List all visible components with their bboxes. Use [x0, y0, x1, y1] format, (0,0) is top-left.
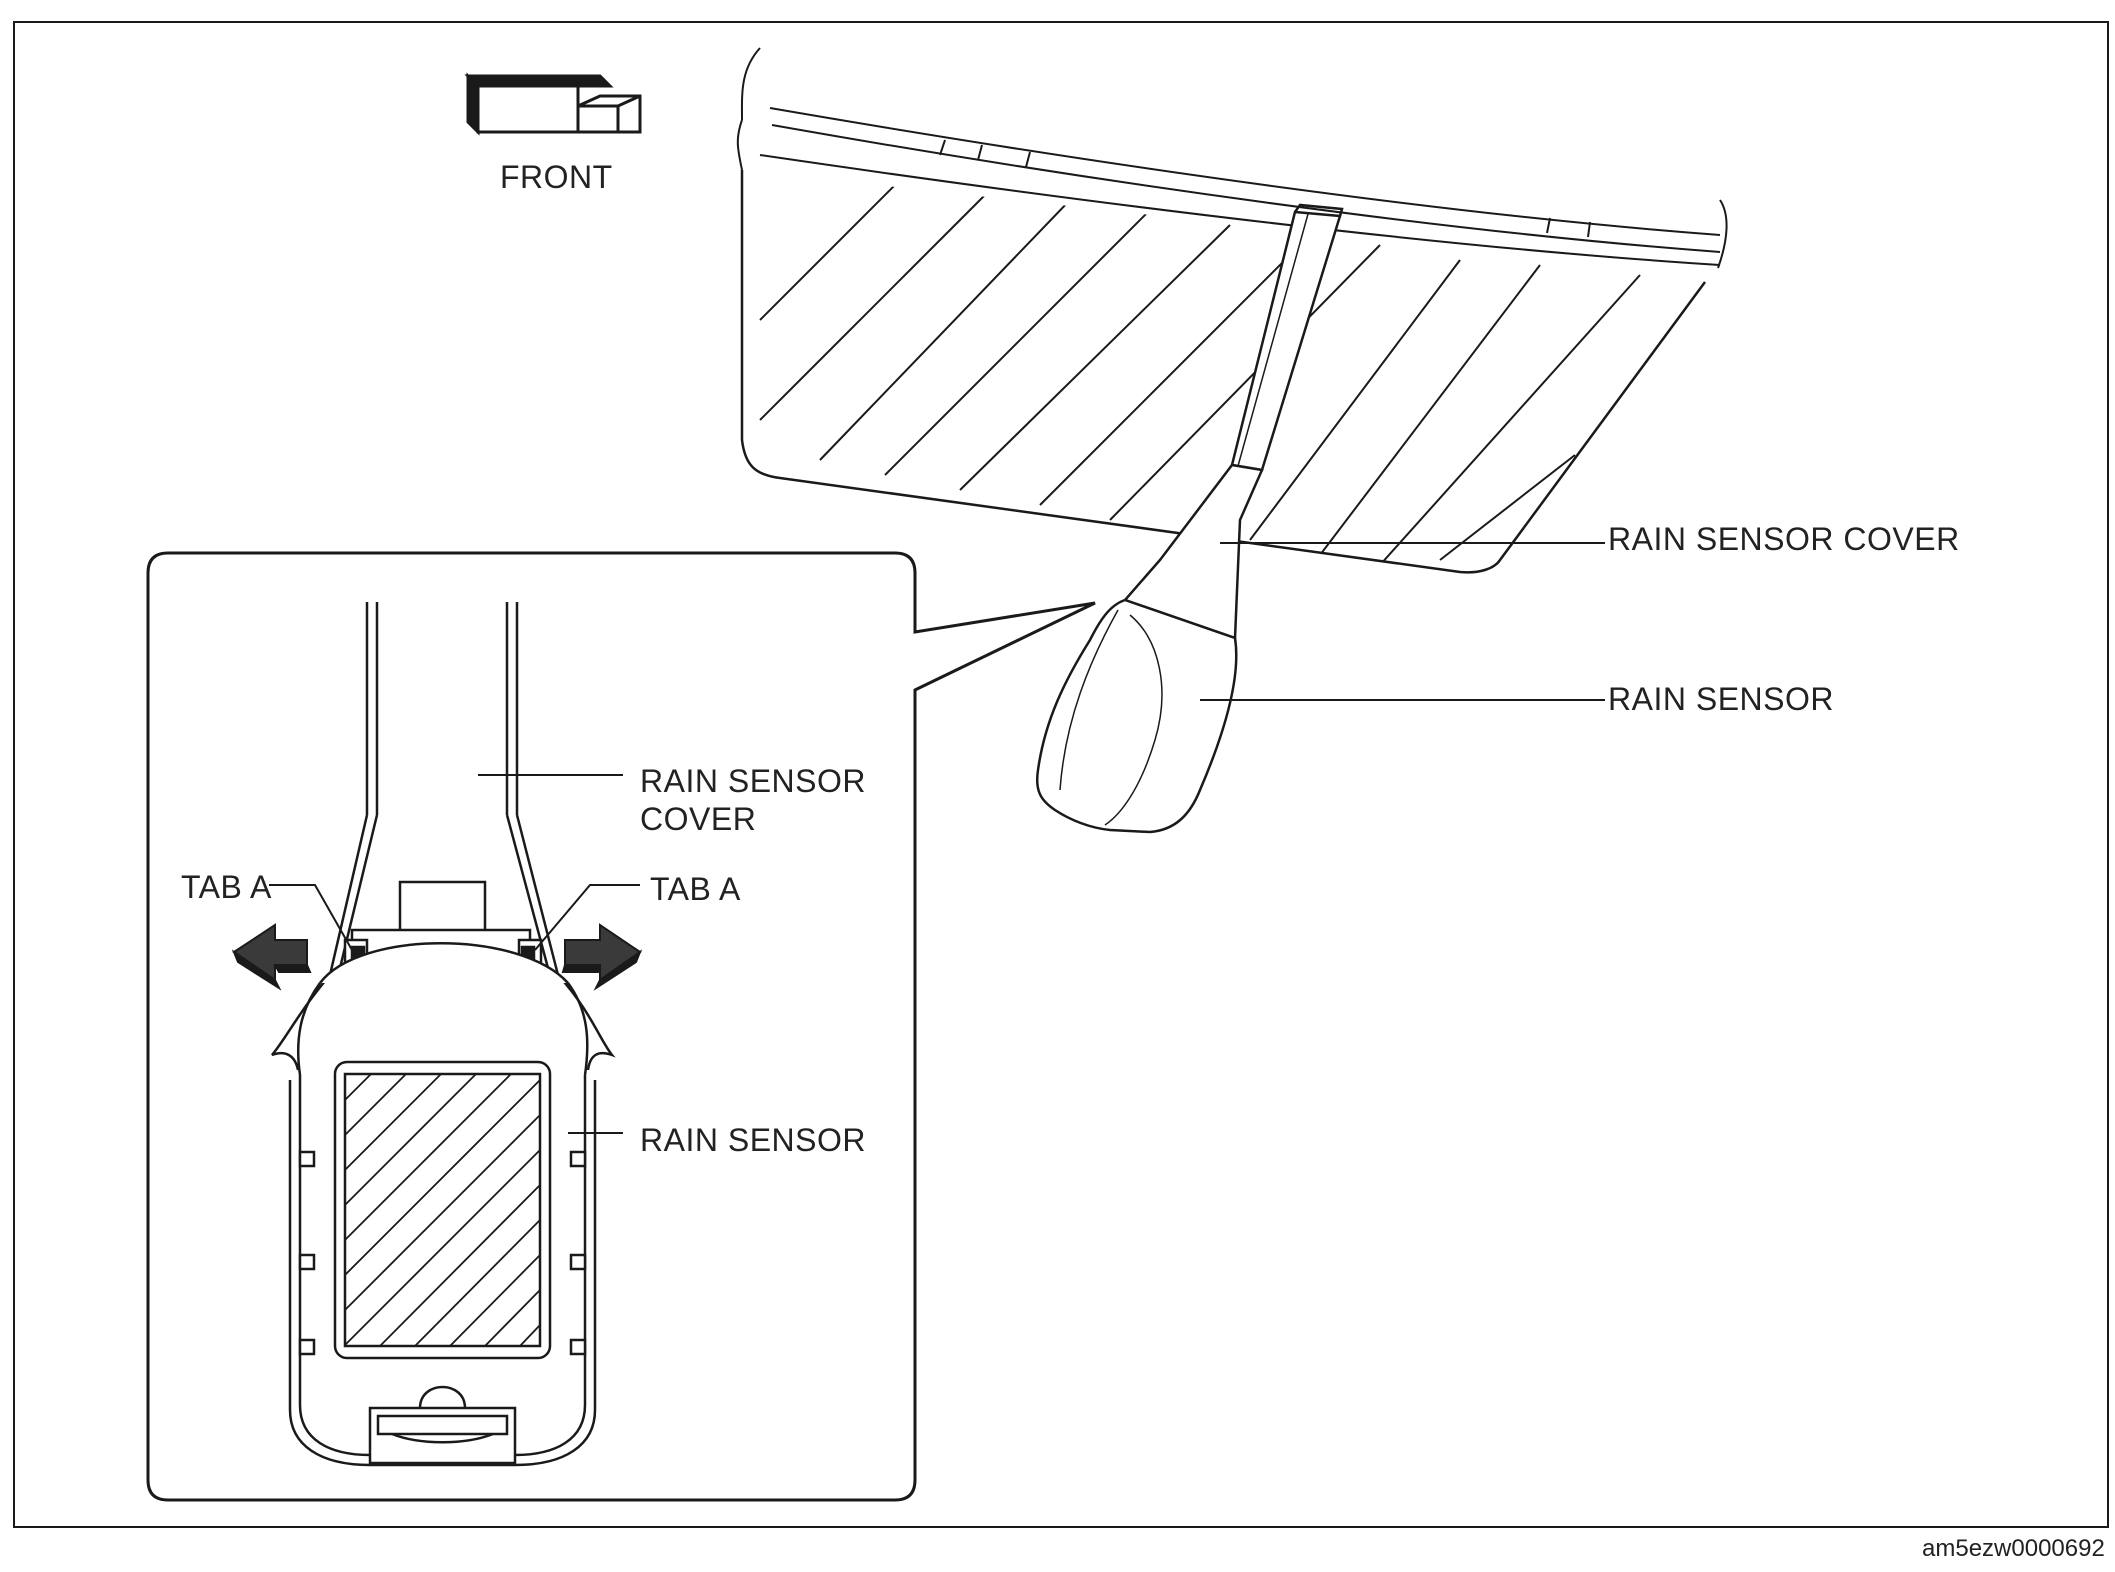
figure-id: am5ezw0000692	[1922, 1535, 2105, 1562]
windshield	[736, 47, 1728, 574]
rain-sensor-inset-label: RAIN SENSOR	[640, 1122, 866, 1158]
arrow-right-icon	[561, 923, 643, 991]
rain-sensor-cover-inset-label-line1: RAIN SENSOR	[640, 763, 866, 799]
tab-a-left-label: TAB A	[181, 869, 272, 905]
front-direction-icon	[464, 72, 642, 136]
rain-sensor-cover-main	[1122, 203, 1344, 640]
front-label: FRONT	[500, 159, 613, 195]
leader-lines-inset	[269, 774, 640, 1134]
arrow-left-icon	[231, 923, 312, 991]
rain-sensor-cover-inset-label: RAIN SENSOR COVER	[640, 762, 866, 839]
rain-sensor-inset	[271, 942, 616, 1467]
tab-a-right-label: TAB A	[650, 871, 741, 907]
rain-sensor-main	[1036, 598, 1238, 834]
rain-sensor-main-label: RAIN SENSOR	[1608, 681, 1834, 717]
rain-sensor-cover-main-label: RAIN SENSOR COVER	[1608, 521, 1960, 557]
leader-lines-main	[1200, 542, 1605, 701]
outer-frame	[13, 21, 2109, 1528]
rain-sensor-cover-inset-label-line2: COVER	[640, 801, 757, 838]
